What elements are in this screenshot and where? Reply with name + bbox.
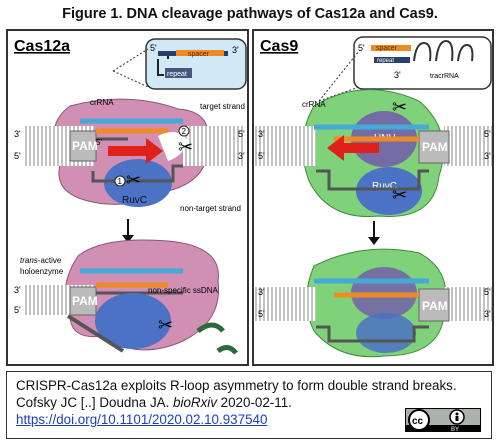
svg-text:spacer: spacer [188, 51, 210, 58]
cc-by-license-icon: cc BY [405, 408, 481, 432]
svg-text:5': 5' [14, 151, 21, 161]
cas12a-transition-arrow [122, 219, 134, 243]
svg-text:2: 2 [182, 127, 187, 136]
cas9-heading: Cas9 [260, 38, 298, 55]
citation-title: CRISPR-Cas12a exploits R-loop asymmetry … [16, 378, 457, 393]
svg-text:3': 3' [14, 285, 21, 295]
svg-text:1: 1 [118, 177, 123, 186]
svg-text:crRNA: crRNA [302, 100, 326, 109]
svg-text:3': 3' [258, 129, 265, 139]
cas12a-scissors-icon: ✂ [126, 170, 141, 190]
svg-text:cc: cc [412, 416, 424, 427]
svg-text:repeat: repeat [167, 71, 187, 78]
citation-authors: Cofsky JC [..] Doudna JA. bioRxiv 2020-0… [16, 395, 292, 410]
svg-text:PAM: PAM [72, 294, 98, 308]
svg-text:5': 5' [358, 43, 365, 53]
svg-text:repeat: repeat [377, 58, 394, 64]
cas12a-scissors-icon: ✂ [178, 137, 193, 157]
figure-title: Figure 1. DNA cleavage pathways of Cas12… [62, 6, 438, 22]
cas9-direction-arrow [327, 135, 379, 161]
svg-text:3': 3' [14, 129, 21, 139]
cas12a-crrna-inset: 5' 3' spacer repeat repeat [145, 38, 247, 90]
cas9-complex-top: PAM HNH RuvC ✂ ✂ [254, 89, 492, 218]
cas12a-heading: Cas12a [14, 38, 70, 55]
svg-text:PAM: PAM [422, 140, 448, 154]
svg-text:trans-active: trans-active [20, 256, 62, 265]
svg-text:5': 5' [96, 138, 102, 147]
svg-text:holoenzyme: holoenzyme [20, 267, 64, 276]
svg-text:5': 5' [14, 305, 21, 315]
cas9-scissors-icon: ✂ [392, 97, 407, 117]
svg-text:PAM: PAM [422, 299, 448, 313]
doi-link[interactable]: https://doi.org/10.1101/2020.02.10.93754… [16, 412, 268, 427]
cas12a-scissors-icon: ✂ [158, 315, 173, 335]
svg-text:3': 3' [238, 151, 245, 161]
svg-text:RuvC: RuvC [372, 181, 397, 192]
svg-text:BY: BY [451, 427, 459, 432]
svg-text:3': 3' [484, 151, 491, 161]
svg-text:spacer: spacer [376, 45, 398, 52]
svg-text:5': 5' [150, 43, 157, 53]
cas9-transition-arrow [368, 221, 380, 245]
svg-text:5': 5' [258, 309, 265, 319]
svg-text:target strand: target strand [200, 102, 245, 111]
svg-text:3': 3' [394, 70, 401, 80]
cas9-sgrna-inset: 5' 3' spacer repeat tracrRNA [353, 36, 492, 90]
svg-text:3': 3' [232, 45, 239, 55]
svg-text:tracrRNA: tracrRNA [430, 73, 459, 80]
svg-text:non-specific ssDNA: non-specific ssDNA [148, 286, 218, 295]
svg-text:non-target strand: non-target strand [180, 204, 241, 213]
cas9-complex-bottom: PAM [254, 248, 492, 358]
cas12a-direction-arrow [108, 138, 163, 164]
svg-text:PAM: PAM [72, 139, 98, 153]
svg-text:crRNA: crRNA [90, 98, 114, 107]
cas9-scissors-icon: ✂ [392, 185, 407, 205]
svg-text:RuvC: RuvC [122, 195, 147, 206]
svg-text:5': 5' [238, 129, 245, 139]
citation-box: CRISPR-Cas12a exploits R-loop asymmetry … [6, 371, 492, 439]
svg-text:5': 5' [484, 287, 491, 297]
cas12a-complex-top: PAM RuvC ✂ ✂ 2 1 [24, 98, 243, 207]
cas12a-complex-bottom: PAM ✂ [24, 239, 238, 355]
cas12a-panel: Cas12a 5' 3' spacer repeat repeat PAM [6, 29, 249, 366]
svg-text:3': 3' [484, 309, 491, 319]
svg-text:5': 5' [258, 151, 265, 161]
cas9-panel: Cas9 5' 3' spacer repeat tracrRNA PAM HN… [252, 29, 494, 366]
svg-text:3': 3' [258, 287, 265, 297]
svg-text:5': 5' [484, 129, 491, 139]
